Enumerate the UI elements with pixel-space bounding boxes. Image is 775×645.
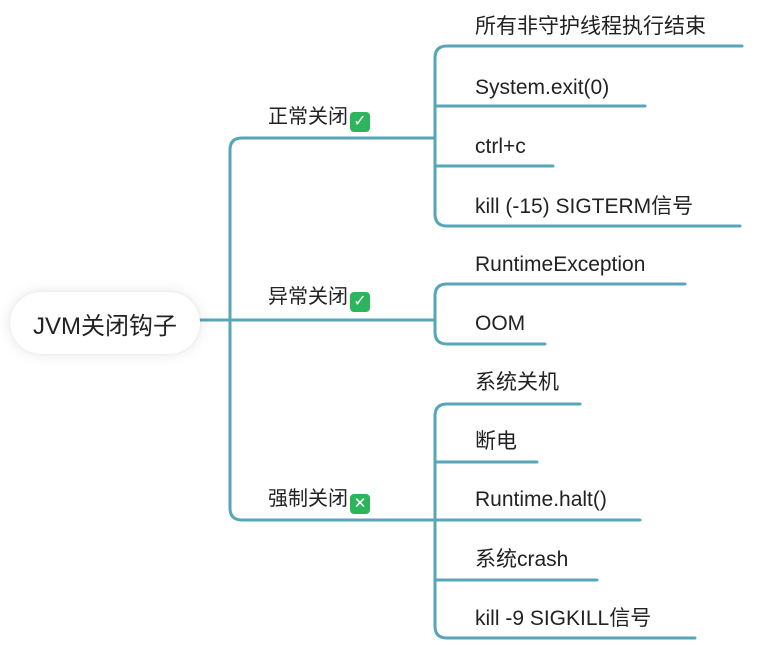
level1-trunk (228, 136, 244, 522)
leaf-node[interactable]: 系统关机 (475, 371, 559, 394)
cross-mark-icon: ✕ (350, 494, 370, 514)
root-label: JVM关闭钩子 (33, 312, 177, 340)
leaf-node[interactable]: kill -9 SIGKILL信号 (475, 607, 652, 630)
leaf-node[interactable]: 系统crash (475, 548, 569, 571)
branch-label: 异常关闭 (268, 286, 348, 308)
leaf-node[interactable]: 断电 (475, 430, 517, 453)
check-mark-icon: ✓ (350, 112, 370, 132)
group1-trunk (433, 44, 449, 228)
branch-label: 正常关闭 (268, 106, 348, 128)
leaf-node[interactable]: ctrl+c (475, 135, 526, 158)
leaf-node[interactable]: RuntimeException (475, 253, 646, 276)
leaf-node[interactable]: Runtime.halt() (475, 488, 607, 511)
leaf-node[interactable]: 所有非守护线程执行结束 (475, 15, 706, 38)
branch-abnormal-shutdown[interactable]: 异常关闭✓ (268, 284, 370, 312)
leaf-node[interactable]: OOM (475, 312, 526, 335)
group2-trunk (433, 282, 449, 346)
leaf-node[interactable]: kill (-15) SIGTERM信号 (475, 195, 694, 218)
branch-forced-shutdown[interactable]: 强制关闭✕ (268, 486, 370, 514)
leaf-node[interactable]: System.exit(0) (475, 76, 610, 99)
root-node[interactable]: JVM关闭钩子 (10, 292, 200, 354)
check-mark-icon: ✓ (350, 292, 370, 312)
branch-label: 强制关闭 (268, 488, 348, 510)
branch-normal-shutdown[interactable]: 正常关闭✓ (268, 104, 370, 132)
group3-trunk (433, 402, 449, 640)
